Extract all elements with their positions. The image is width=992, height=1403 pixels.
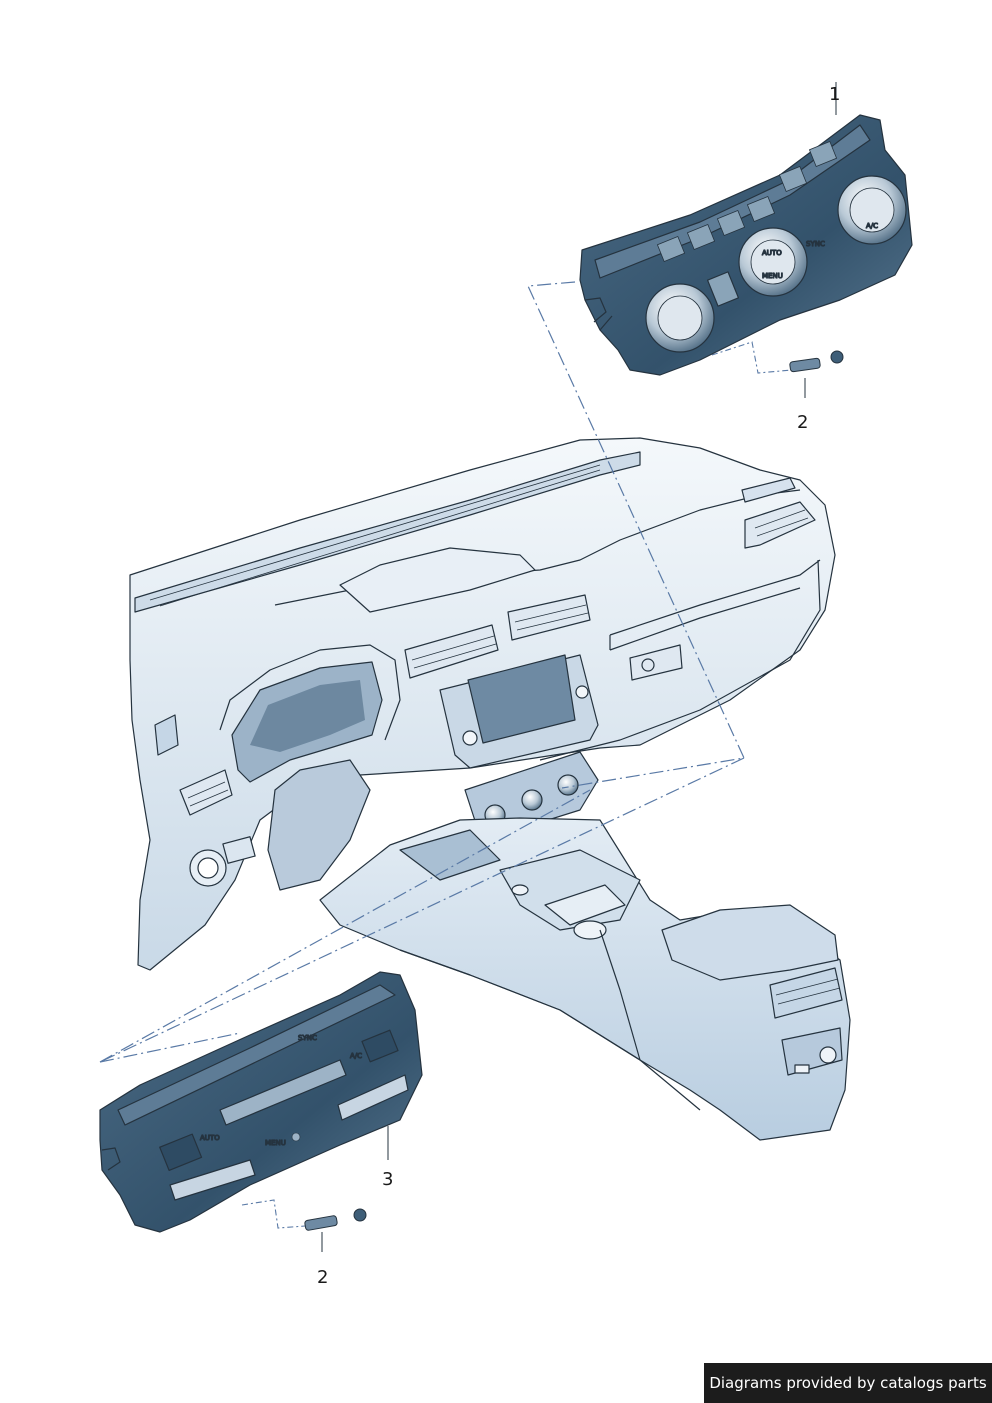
display-slot bbox=[219, 1059, 347, 1126]
climate-control-panel-knobs: AUTO MENU SYNC A/C bbox=[579, 114, 913, 376]
panel-label-sync: SYNC bbox=[298, 1034, 317, 1042]
steering-column-cover bbox=[267, 759, 371, 891]
defroster-vent bbox=[134, 451, 641, 613]
screw-lower bbox=[304, 1208, 367, 1252]
credit-banner: Diagrams provided by catalogs parts bbox=[704, 1363, 992, 1403]
short-leaders bbox=[241, 341, 793, 1229]
screw-upper bbox=[789, 350, 844, 398]
armrest bbox=[661, 904, 839, 981]
cup-holder bbox=[573, 920, 607, 940]
panel-label-menu: MENU bbox=[265, 1139, 286, 1147]
infotainment-screen bbox=[467, 654, 576, 744]
callout-3: 3 bbox=[382, 1169, 393, 1190]
knob-label-menu: MENU bbox=[762, 272, 783, 280]
knob-label-auto: AUTO bbox=[762, 249, 782, 257]
callout-leaders bbox=[387, 82, 837, 1160]
seat-heat-button bbox=[657, 236, 685, 262]
callout-2-lower: 2 bbox=[317, 1267, 328, 1288]
center-air-vent-right bbox=[507, 594, 591, 641]
panel-label-auto: AUTO bbox=[200, 1134, 220, 1142]
climate-control-panel-touch: AUTO MENU SYNC A/C bbox=[99, 971, 423, 1233]
panel-label-ac: A/C bbox=[350, 1052, 362, 1060]
knob-label-ac: A/C bbox=[866, 222, 878, 230]
callout-1: 1 bbox=[829, 84, 840, 105]
right-temp-display bbox=[361, 1029, 399, 1063]
leader-lines bbox=[99, 281, 745, 1063]
dashboard-assembly bbox=[129, 437, 851, 1141]
left-air-vent bbox=[179, 769, 233, 816]
knob-label-sync: SYNC bbox=[806, 240, 825, 248]
left-temp-display bbox=[159, 1133, 203, 1172]
right-air-vent bbox=[744, 501, 816, 549]
rear-air-vent bbox=[769, 967, 843, 1019]
callout-2-upper: 2 bbox=[797, 412, 808, 433]
center-air-vent-left bbox=[404, 624, 499, 679]
volume-knob bbox=[462, 730, 478, 746]
